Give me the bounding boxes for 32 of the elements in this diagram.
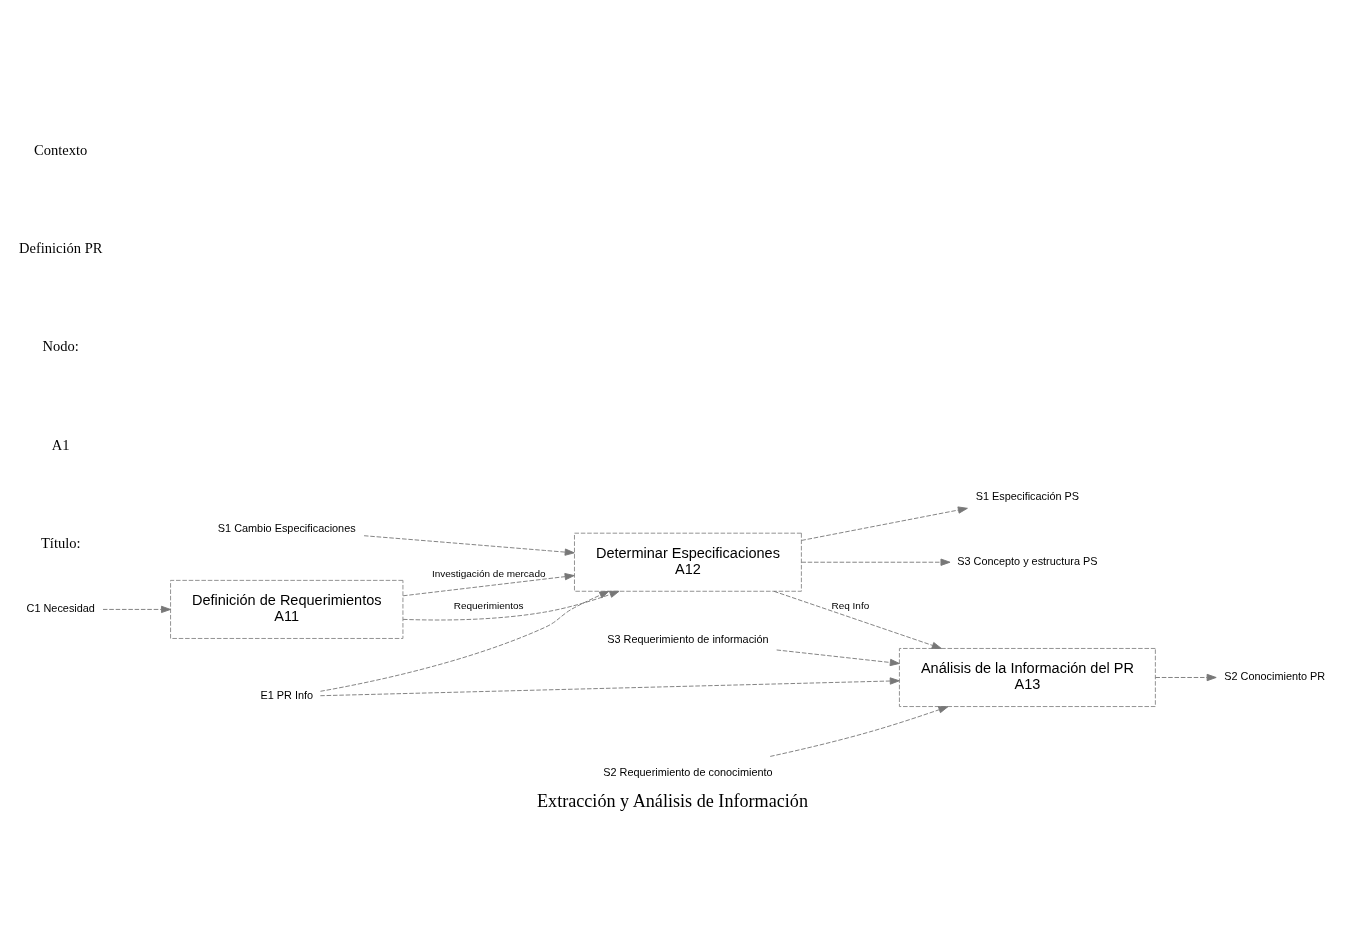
node-text: S3 Concepto y estructura PS — [957, 554, 1098, 567]
label: Nodo: — [42, 337, 79, 354]
arrow — [769, 705, 949, 757]
arrow — [363, 534, 575, 556]
edge-label: Req Info — [831, 599, 870, 611]
arrow — [801, 558, 951, 566]
node-box: Determinar Especificaciones A12 — [574, 532, 802, 592]
edge-label: Requerimientos — [453, 599, 524, 611]
node-text: S1 Especificación PS — [975, 489, 1080, 502]
label: Contexto — [34, 141, 88, 158]
arrow — [319, 676, 900, 696]
arrow — [320, 590, 610, 692]
node-text: S2 Requerimiento de conocimiento — [603, 765, 773, 778]
label: Definición PR — [19, 239, 103, 256]
arrow — [801, 505, 968, 541]
node-text: S1 Cambio Especificaciones — [217, 521, 356, 534]
arrow — [402, 572, 575, 596]
arrow — [776, 649, 900, 666]
node-box: Definición de Requerimientos A11 — [170, 579, 404, 639]
arrow — [102, 605, 171, 613]
arrow — [773, 590, 942, 649]
diagram-title: Extracción y Análisis de Información — [536, 790, 809, 811]
node-text: C1 Necesidad — [26, 601, 95, 614]
arrow — [402, 590, 620, 620]
node-text: S2 Conocimiento PR — [1224, 669, 1326, 682]
node-box: Análisis de la Información del PR A13 — [898, 647, 1156, 707]
node-text: S3 Requerimiento de información — [607, 632, 769, 645]
label: Título: — [40, 534, 81, 551]
arrow — [1154, 673, 1217, 681]
label: A1 — [51, 436, 70, 452]
node-text: E1 PR Info — [260, 688, 314, 701]
edge-label: Investigación de mercado — [431, 567, 546, 579]
